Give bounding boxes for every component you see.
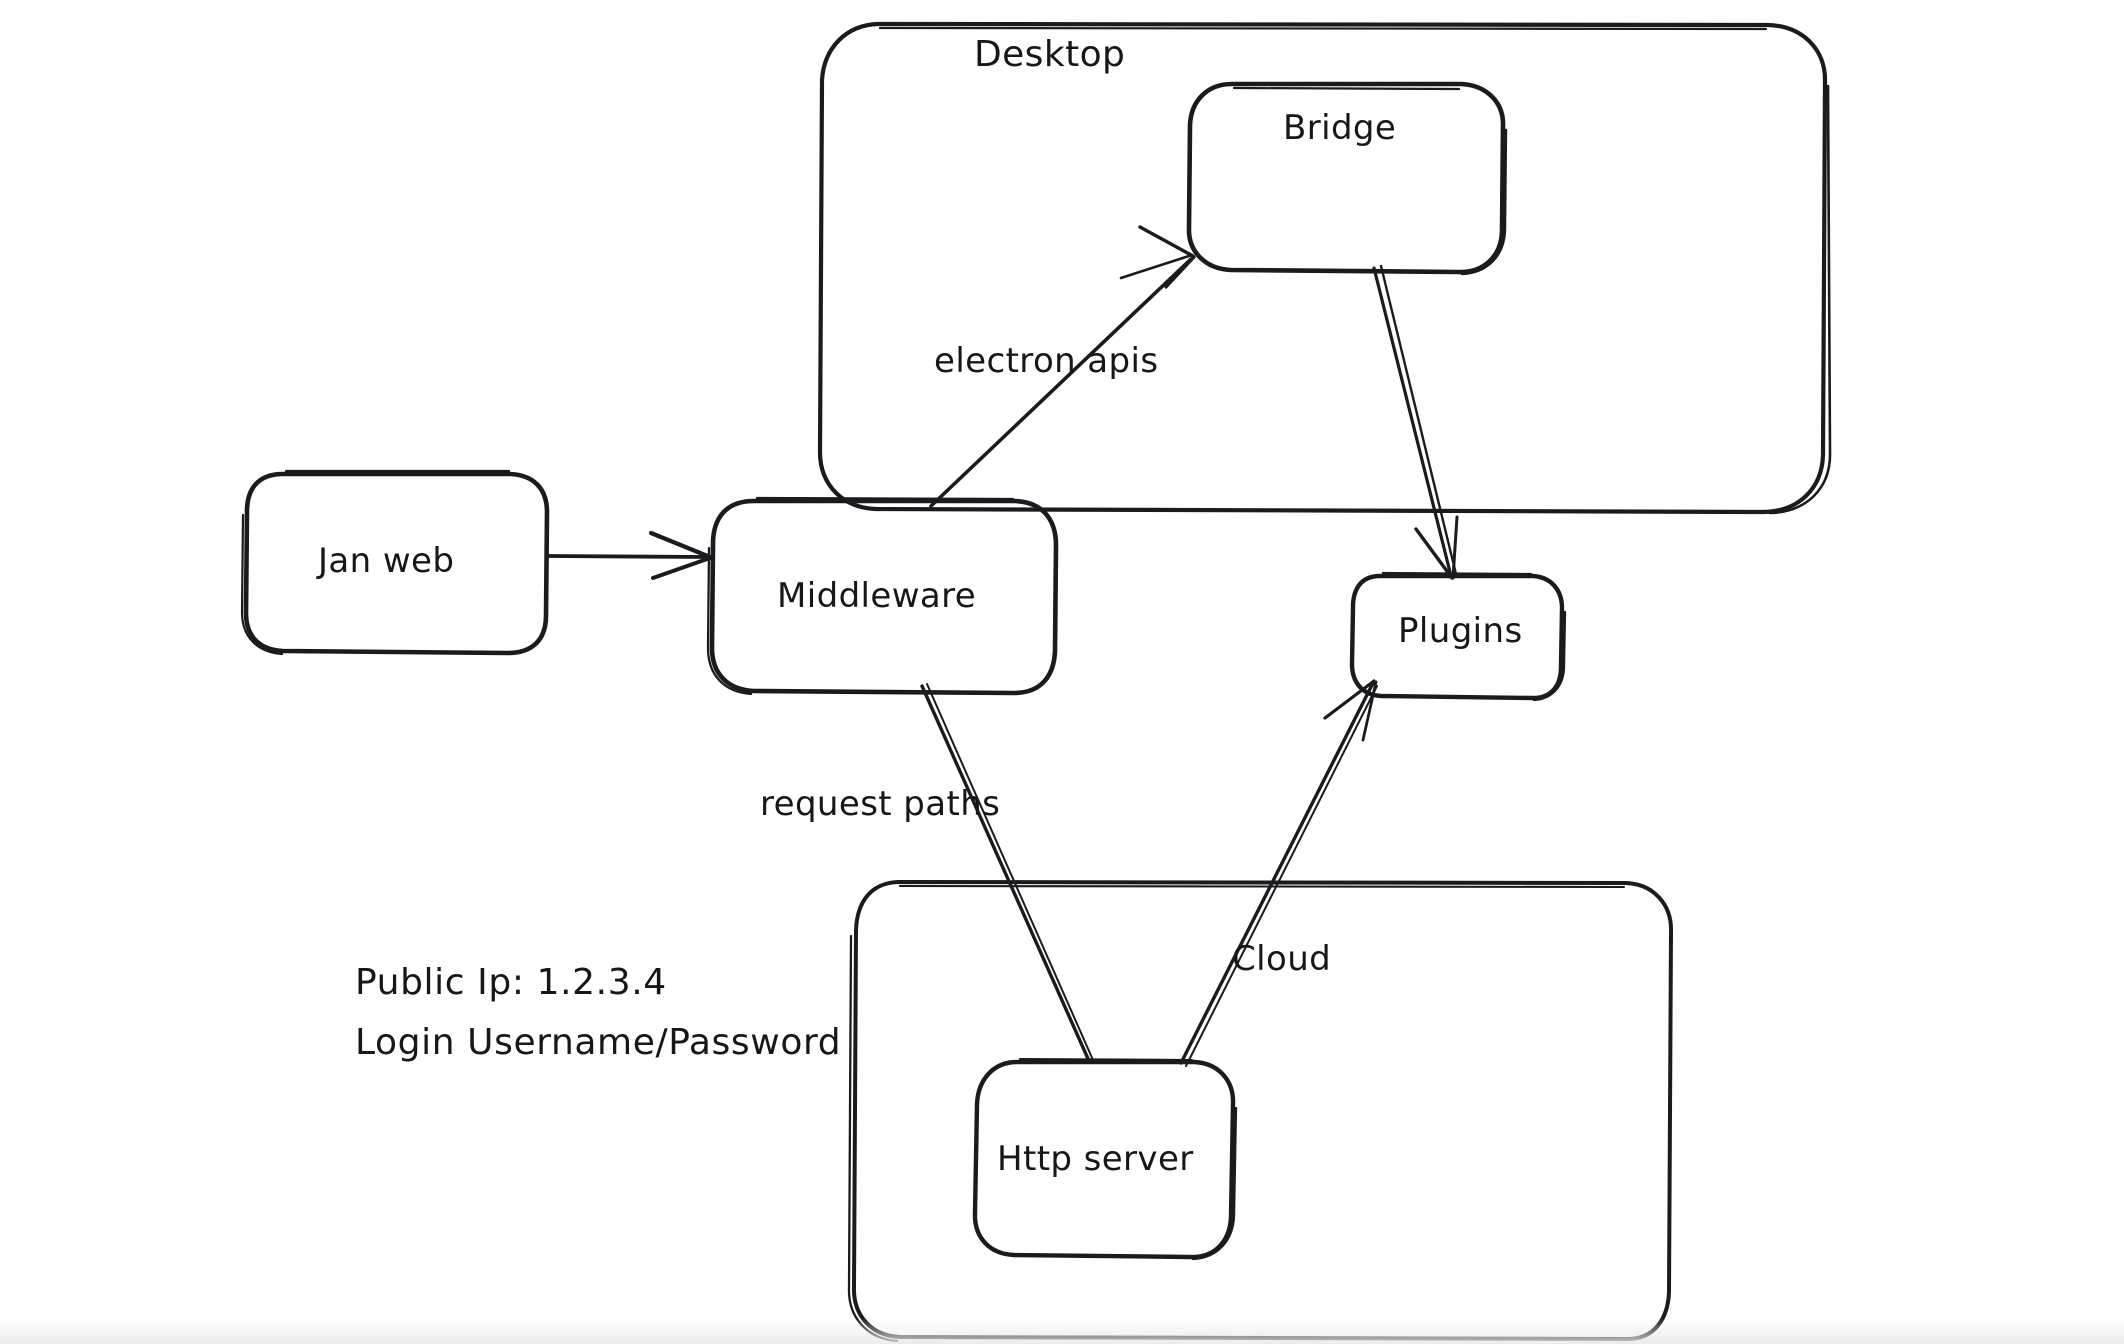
group-desktop-shape [817, 21, 1832, 515]
node-label-middleware: Middleware [777, 576, 977, 616]
node-label-bridge: Bridge [1283, 108, 1397, 148]
edge-bridge-to-plugins [1372, 264, 1459, 580]
note-public-ip-line: Public Ip: 1.2.3.4 [355, 962, 667, 1003]
edge-label-electron-apis: electron apis [934, 341, 1159, 381]
node-label-http-server: Http server [997, 1139, 1194, 1179]
edge-http-server-to-plugins [1179, 679, 1378, 1067]
edge-middleware-to-http-server [920, 683, 1094, 1063]
node-bridge-shape[interactable] [1186, 81, 1508, 276]
edge-middleware-to-bridge [929, 225, 1196, 508]
group-label-desktop: Desktop [974, 34, 1126, 75]
node-label-jan-web: Jan web [318, 541, 455, 581]
node-label-plugins: Plugins [1398, 611, 1523, 651]
node-jan-web-shape[interactable] [240, 469, 550, 656]
edge-label-cloud: Cloud [1232, 939, 1332, 979]
node-middleware-shape[interactable] [706, 496, 1059, 696]
edge-label-request-paths: request paths [760, 784, 1001, 824]
note-login-line: Login Username/Password [355, 1022, 842, 1063]
edge-jan-web-to-middleware [546, 530, 713, 580]
node-http-server-shape[interactable] [972, 1057, 1238, 1261]
